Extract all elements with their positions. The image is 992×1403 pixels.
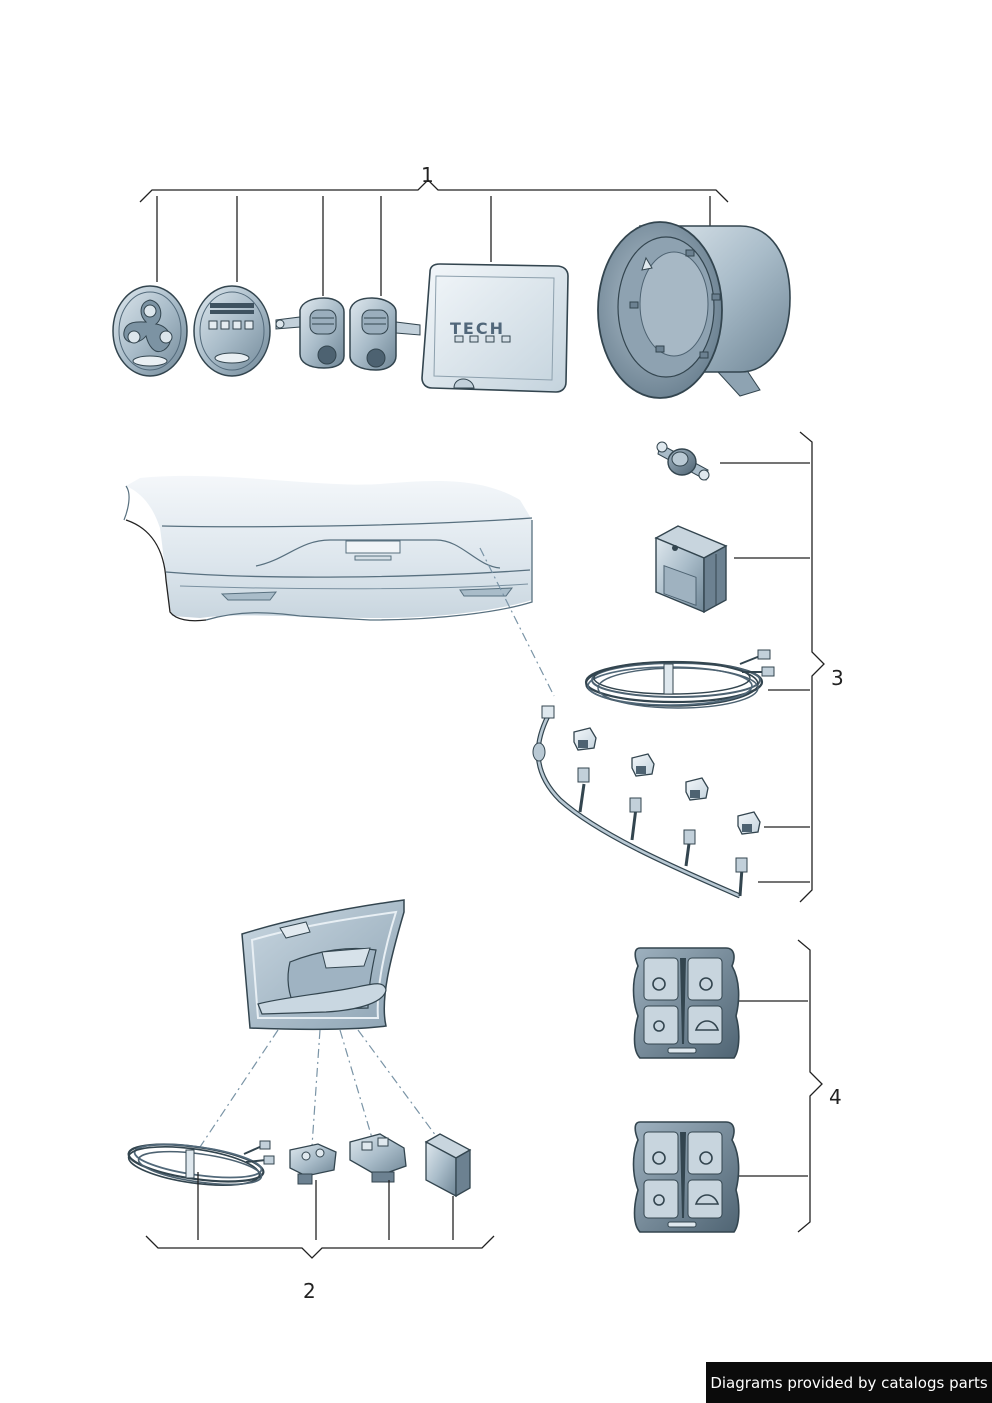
parking-sensor-icon bbox=[737, 811, 761, 835]
unlock-icon bbox=[699, 1151, 713, 1165]
button-icon bbox=[653, 1020, 665, 1032]
callout-2: 2 bbox=[303, 1279, 316, 1303]
unlock-icon bbox=[699, 977, 713, 991]
callout-4: 4 bbox=[829, 1085, 842, 1109]
bracket-3 bbox=[799, 431, 825, 903]
parking-sensor-icon bbox=[573, 727, 597, 751]
group-3: 3 bbox=[532, 431, 844, 903]
parking-sensor-icon bbox=[685, 777, 709, 801]
siren-icon bbox=[597, 221, 791, 399]
lock-icon bbox=[652, 1151, 666, 1165]
lock-icon bbox=[652, 977, 666, 991]
sensor-holder-icon bbox=[656, 441, 710, 481]
group-1: 1 bbox=[112, 163, 791, 399]
window-switch-panel-icon bbox=[632, 947, 740, 1059]
button-icon bbox=[653, 1194, 665, 1206]
bracket-4 bbox=[797, 939, 823, 1233]
leader-dash bbox=[197, 1029, 279, 1151]
leader-dash bbox=[479, 547, 555, 697]
door-panel-icon bbox=[241, 899, 405, 1031]
leader-dash bbox=[357, 1029, 437, 1137]
cable-coil-icon bbox=[584, 649, 775, 709]
bracket-2 bbox=[145, 1235, 495, 1259]
callout-1: 1 bbox=[421, 163, 434, 187]
key-remote-icon bbox=[349, 297, 421, 371]
group-4: 4 bbox=[632, 939, 842, 1233]
control-module-icon: TECH bbox=[421, 263, 569, 393]
bracket-1 bbox=[139, 179, 729, 203]
control-unit-icon bbox=[654, 525, 728, 614]
trunk-icon bbox=[694, 1194, 720, 1205]
module-label: TECH bbox=[450, 319, 505, 338]
trunk-icon bbox=[694, 1020, 720, 1031]
group-2: 2 bbox=[127, 1133, 495, 1303]
rear-bumper-icon bbox=[123, 475, 533, 622]
credit-banner[interactable]: Diagrams provided by catalogs parts bbox=[706, 1362, 992, 1403]
switch-housing-icon bbox=[349, 1133, 407, 1183]
parking-sensor-icon bbox=[631, 753, 655, 777]
remote-fob-icon bbox=[112, 285, 188, 377]
remote-fob-icon bbox=[193, 285, 271, 377]
switch-housing-icon bbox=[289, 1143, 337, 1185]
wiring-harness-icon bbox=[532, 705, 748, 899]
leader-dash bbox=[311, 1029, 321, 1147]
control-unit-icon bbox=[424, 1133, 472, 1198]
key-remote-icon bbox=[275, 297, 345, 369]
window-switch-panel-icon bbox=[632, 1121, 740, 1233]
leader-dash bbox=[339, 1029, 373, 1139]
callout-3: 3 bbox=[831, 666, 844, 690]
